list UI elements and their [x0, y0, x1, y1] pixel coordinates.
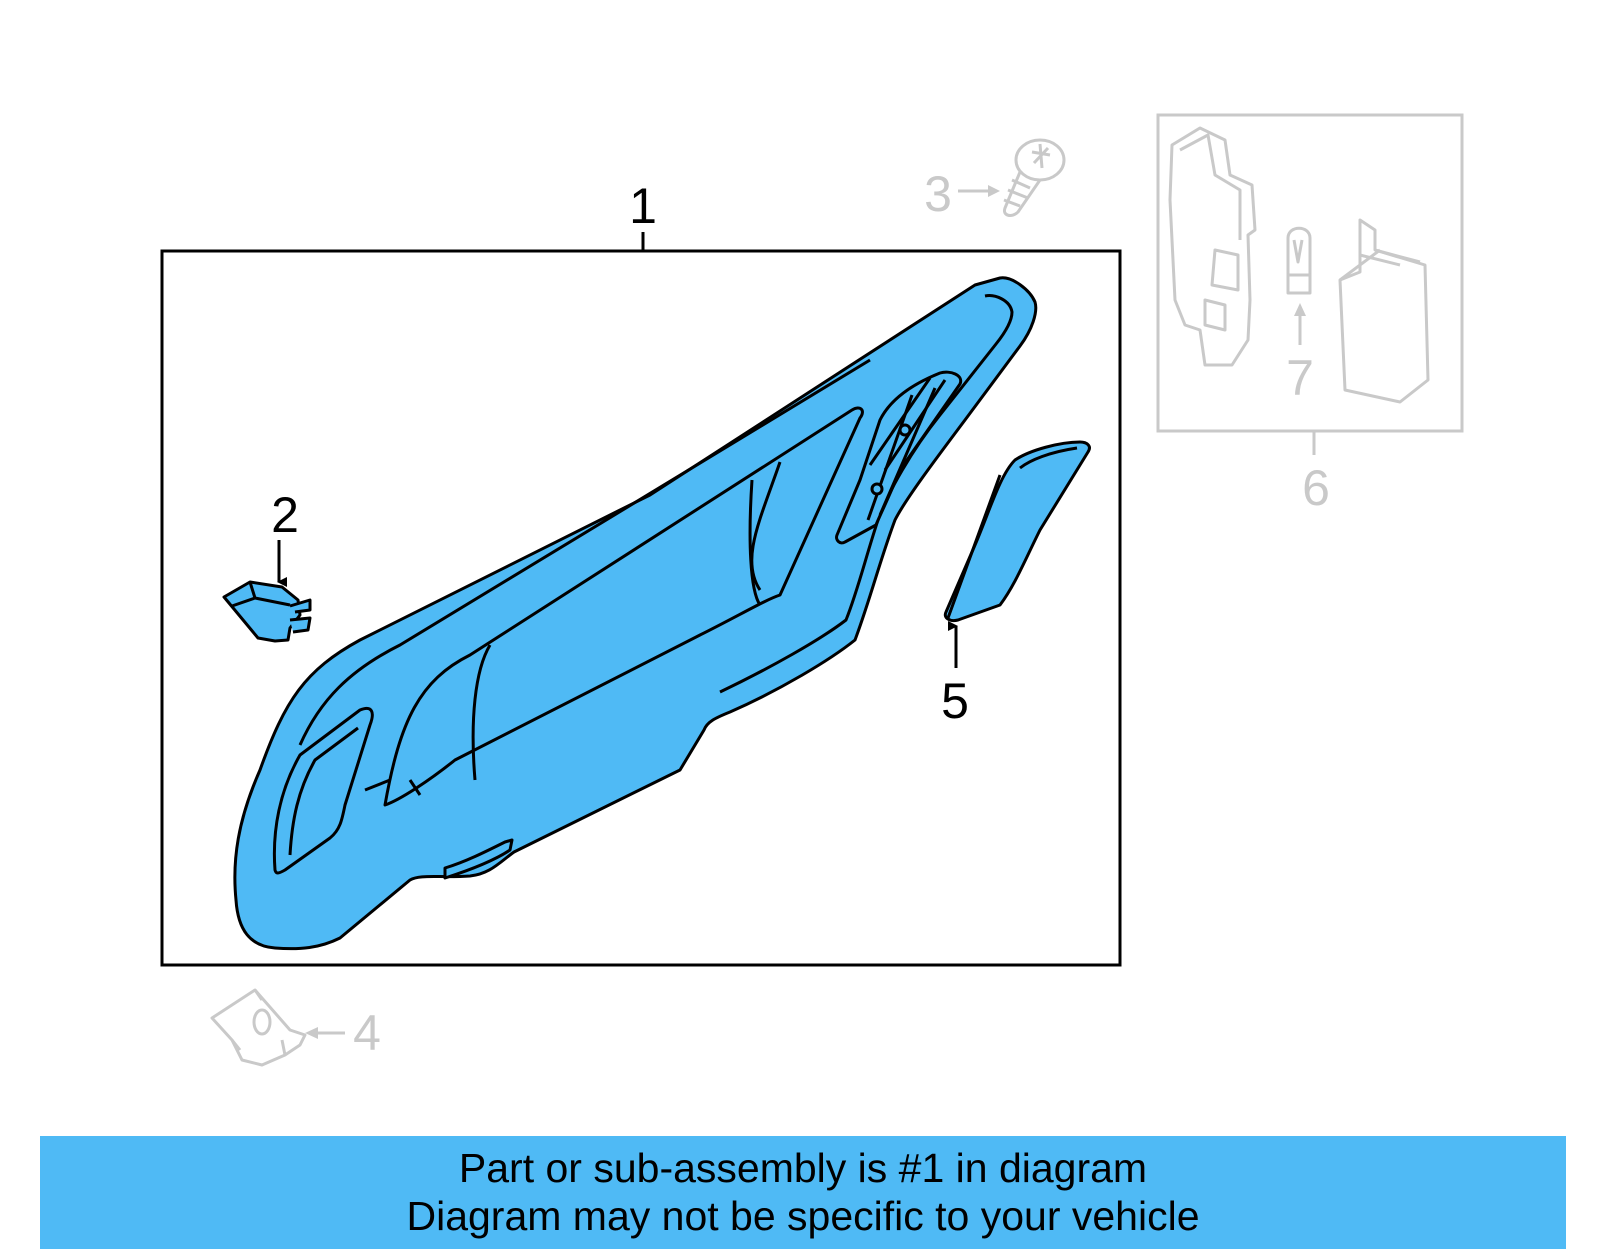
part-7-arrowhead: [1294, 303, 1306, 316]
screw-icon[interactable]: [1002, 138, 1066, 217]
lamp-assembly-icon[interactable]: [1168, 126, 1430, 404]
door-armrest-panel-icon[interactable]: [233, 276, 1038, 951]
banner-line-2: Diagram may not be specific to your vehi…: [406, 1193, 1200, 1239]
callout-1[interactable]: 1: [629, 178, 657, 234]
part-1-frame: [160, 249, 1122, 967]
callout-4[interactable]: 4: [353, 1005, 381, 1061]
callout-5[interactable]: 5: [941, 673, 969, 729]
trim-cover-icon[interactable]: [943, 440, 1091, 622]
callout-2[interactable]: 2: [271, 487, 299, 543]
part-6-frame: [1156, 113, 1464, 433]
info-banner: Part or sub-assembly is #1 in diagram Di…: [40, 1136, 1566, 1249]
retainer-clip-icon[interactable]: [210, 988, 307, 1067]
callout-6[interactable]: 6: [1302, 460, 1330, 516]
bulb-icon[interactable]: [1286, 226, 1312, 295]
clip-icon[interactable]: [222, 580, 312, 643]
callout-7[interactable]: 7: [1286, 350, 1314, 406]
callout-3[interactable]: 3: [924, 166, 952, 222]
part-3-arrowhead: [988, 185, 1000, 197]
banner-line-1: Part or sub-assembly is #1 in diagram: [458, 1145, 1148, 1191]
part-4-arrowhead: [305, 1027, 318, 1039]
